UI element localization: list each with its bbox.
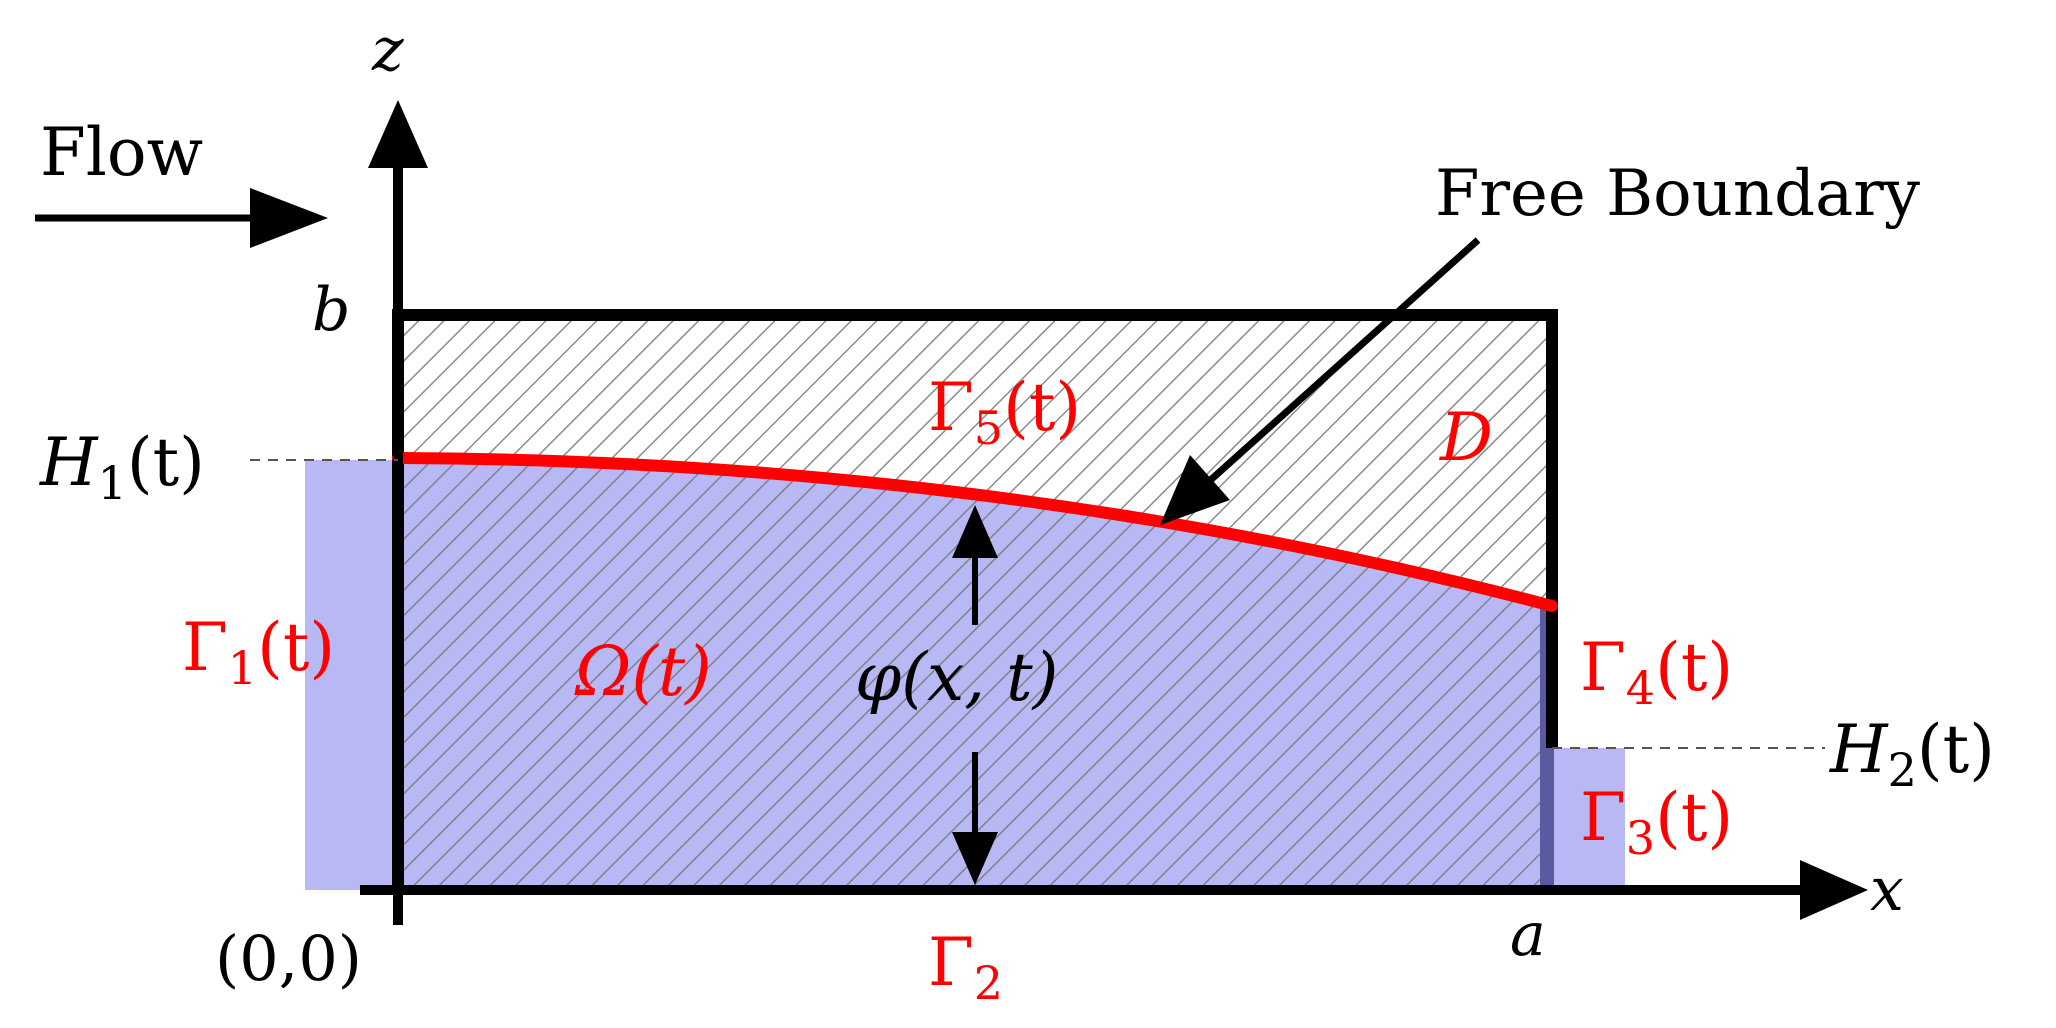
h1-argument: (t): [127, 424, 205, 501]
phi-arrow-down-head: [952, 832, 998, 885]
gamma1-argument: (t): [257, 609, 335, 686]
free-boundary-curve: [392, 452, 1558, 612]
flow-arrowhead: [250, 188, 328, 248]
gamma3-subscript: 3: [1626, 811, 1655, 865]
gamma3-label: Γ3(t): [1580, 779, 1733, 865]
z-axis-arrowhead: [368, 100, 428, 168]
gamma1-subscript: 1: [228, 641, 257, 695]
flow-label: Flow: [40, 114, 203, 191]
domain-d-label: D: [1439, 399, 1493, 476]
h2-label: H2(t): [1829, 711, 1995, 797]
gamma5-symbol: Γ: [928, 369, 974, 446]
phi-arrow-up-head: [952, 505, 998, 558]
gamma3-symbol: Γ: [1580, 779, 1626, 856]
gamma5-subscript: 5: [974, 401, 1003, 455]
x-axis-label: x: [1870, 855, 1904, 925]
gamma4-symbol: Γ: [1580, 629, 1626, 706]
gamma2-subscript: 2: [974, 956, 1003, 1010]
phi-label: φ(x, t): [855, 639, 1058, 716]
h2-argument: (t): [1917, 711, 1995, 788]
gamma1-label: Γ1(t): [182, 609, 335, 695]
gamma5-argument: (t): [1003, 369, 1081, 446]
free-boundary-pointer-head: [1160, 455, 1230, 525]
x-axis-arrowhead: [1800, 860, 1868, 920]
left-reservoir: [305, 460, 398, 890]
origin-label: (0,0): [215, 922, 362, 995]
b-label: b: [312, 275, 350, 345]
h1-subscript: 1: [98, 456, 127, 510]
gamma5-label: Γ5(t): [928, 369, 1081, 455]
free-boundary-label: Free Boundary: [1435, 157, 1920, 231]
a-label: a: [1510, 900, 1546, 970]
gamma4-label: Γ4(t): [1580, 629, 1733, 715]
gamma2-symbol: Γ: [928, 924, 974, 1001]
gamma1-symbol: Γ: [182, 609, 228, 686]
free-boundary-pointer-line: [1202, 237, 1481, 488]
omega-label: Ω(t): [574, 633, 712, 712]
z-axis-label: z: [371, 15, 404, 85]
h2-subscript: 2: [1888, 743, 1917, 797]
gamma3-argument: (t): [1655, 779, 1733, 856]
h1-symbol: H: [39, 424, 99, 501]
h1-label: H1(t): [39, 424, 205, 510]
gamma4-subscript: 4: [1626, 661, 1655, 715]
h2-symbol: H: [1829, 711, 1889, 788]
right-reservoir: [1552, 748, 1625, 890]
gamma4-argument: (t): [1655, 629, 1733, 706]
gamma2-label: Γ2: [928, 924, 1003, 1010]
